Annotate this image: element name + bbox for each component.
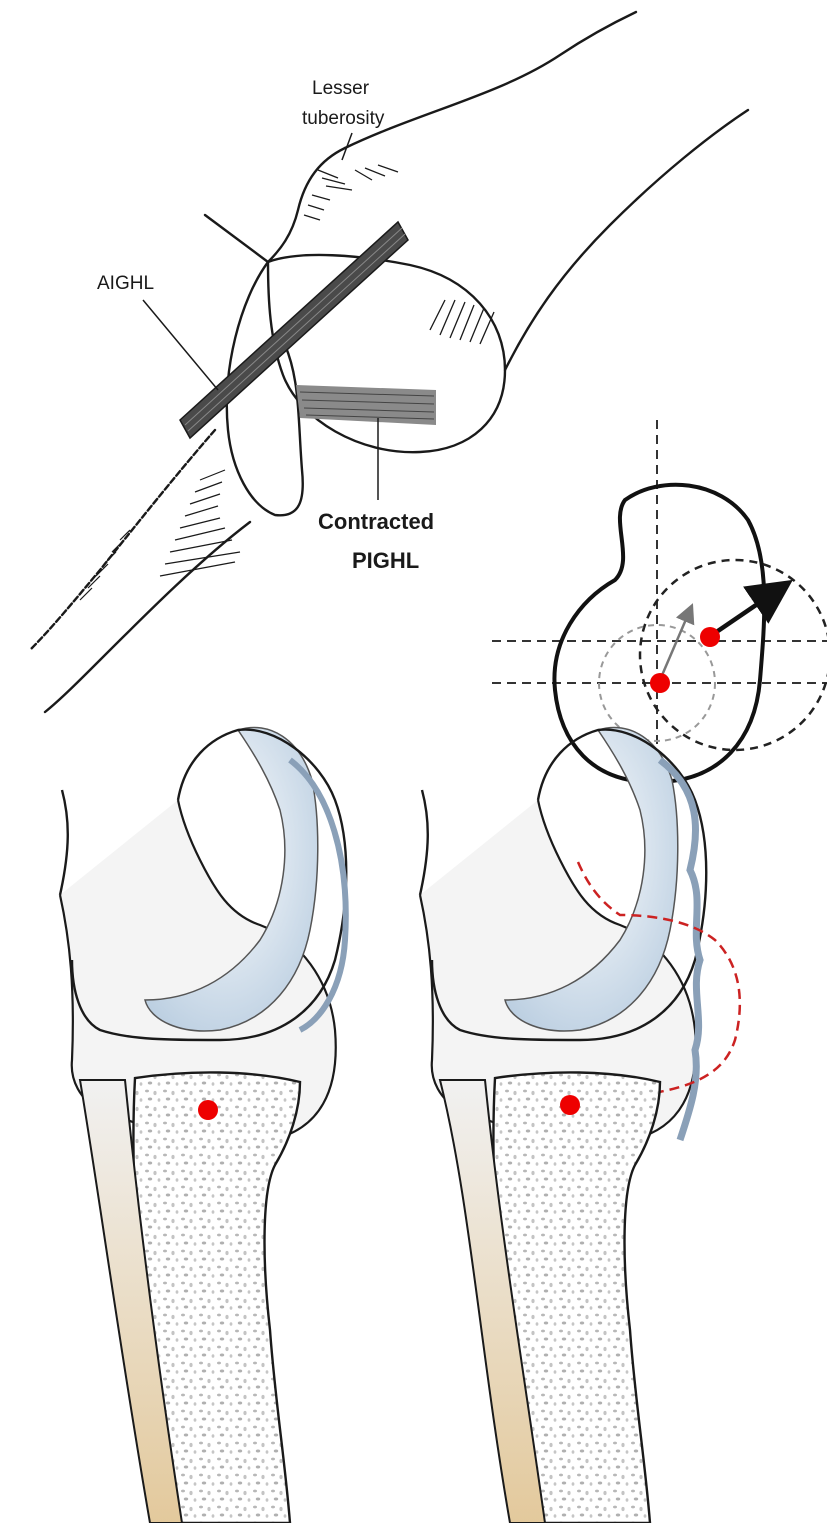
scapula-lower-edge	[45, 522, 250, 712]
shoulder-labels: Lesser tuberosity AIGHL Contracted PIGHL	[97, 78, 434, 573]
label-lesser-tuberosity-2: tuberosity	[302, 108, 385, 129]
translated-circle-large	[640, 560, 827, 750]
lesser-tuberosity-outline	[268, 148, 345, 262]
leader-aighl	[143, 300, 218, 390]
center-shift-arrow	[660, 610, 690, 680]
head-outline	[554, 485, 764, 782]
knee-left-center-dot	[198, 1100, 218, 1120]
radius-arrow	[712, 590, 778, 635]
translated-center-dot	[700, 627, 720, 647]
shoulder-illustration	[30, 12, 748, 712]
scapula-upper-edge	[205, 215, 268, 262]
knee-right-center-dot	[560, 1095, 580, 1115]
knee-normal-illustration	[60, 727, 346, 1523]
humeral-shaft-upper-edge	[345, 12, 636, 148]
label-contracted: Contracted	[318, 509, 434, 534]
label-pighl: PIGHL	[352, 548, 419, 573]
glenoid-hatching	[80, 470, 240, 600]
scapula-posterior-edge	[30, 430, 215, 650]
humeral-head-outline	[268, 255, 505, 452]
humeral-shaft-lower-edge	[505, 110, 748, 370]
knee-displaced-illustration	[420, 727, 740, 1523]
original-center-dot	[650, 673, 670, 693]
label-aighl: AIGHL	[97, 273, 154, 294]
label-lesser-tuberosity-1: Lesser	[312, 78, 370, 99]
